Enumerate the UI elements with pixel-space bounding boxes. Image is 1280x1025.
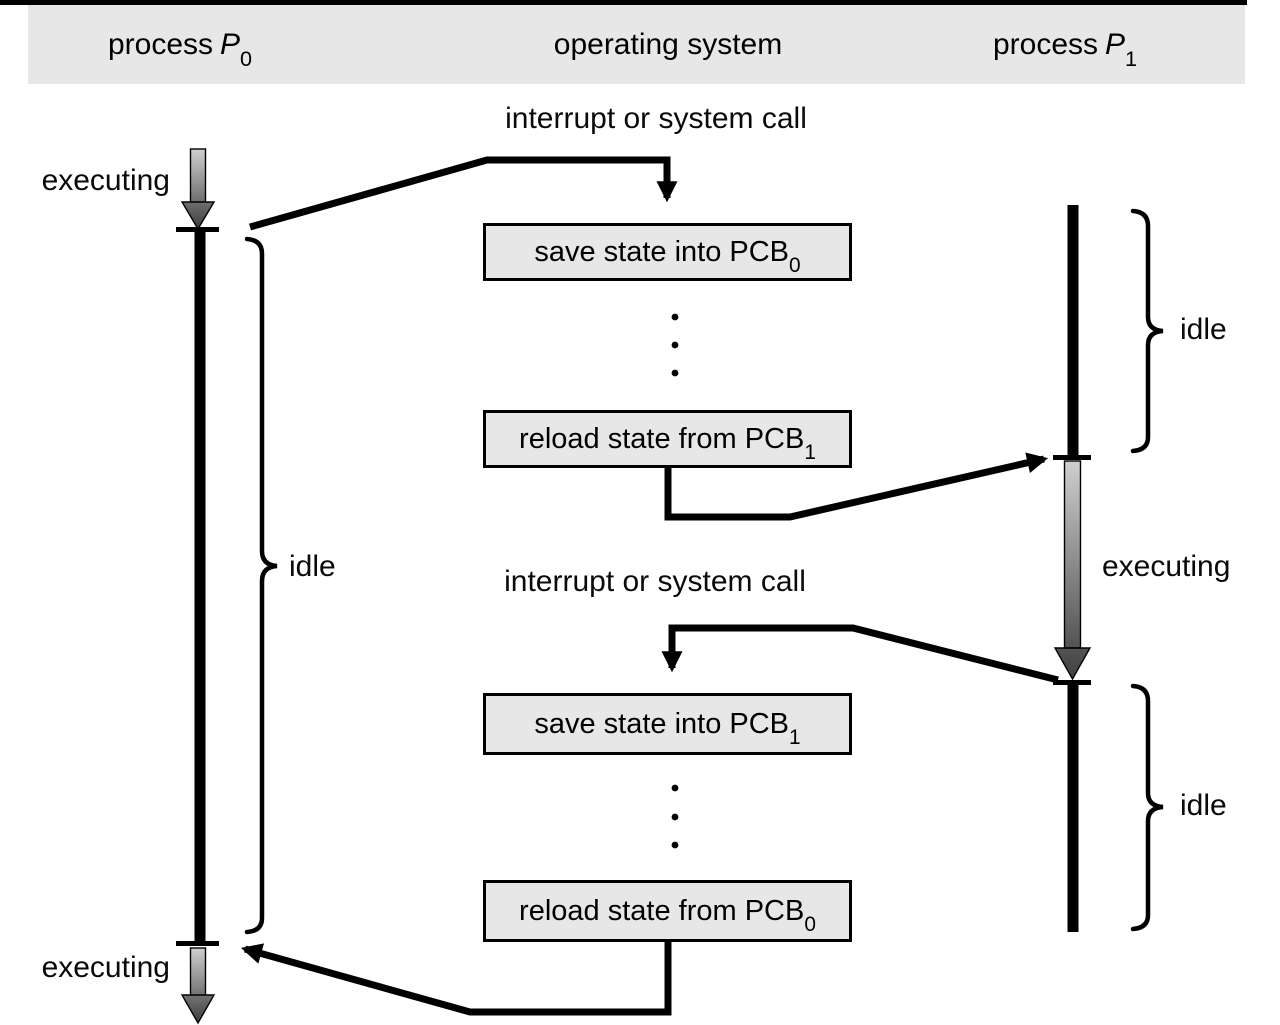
flow-arrow-p0-to-save-pcb0 — [249, 156, 678, 231]
box-text: save state into PCB — [534, 236, 790, 268]
process-p0-var: P — [220, 28, 241, 61]
idle-label-p0: idle — [289, 550, 336, 583]
box-text: reload state from PCB — [519, 423, 805, 455]
executing-label-p0-top: executing — [41, 164, 170, 197]
box-subscript: 0 — [804, 913, 816, 937]
process-p0-word: process — [107, 28, 213, 61]
p1-timeline-lower — [1067, 685, 1079, 932]
executing-label-p1: executing — [1102, 550, 1231, 583]
interrupt-label-top: interrupt or system call — [505, 102, 807, 135]
idle-brace-p1-upper — [1130, 208, 1164, 454]
p0-bottom-tick — [176, 941, 219, 946]
p0-executing-arrow-top — [180, 148, 216, 231]
box-text: save state into PCB — [534, 708, 790, 740]
executing-label-p0-bottom: executing — [41, 951, 170, 984]
p1-executing-arrow — [1053, 460, 1092, 681]
process-p0-subscript: 0 — [240, 45, 253, 71]
ellipsis-dots-lower — [671, 784, 679, 849]
p0-executing-arrow-bottom — [180, 947, 216, 1025]
flow-arrow-reload-pcb1-to-p1 — [664, 452, 1049, 521]
process-p1-word: process — [992, 28, 1098, 61]
ellipsis-dots-upper — [671, 313, 679, 377]
box-subscript: 0 — [789, 254, 801, 278]
process-p1-var: P — [1105, 28, 1126, 61]
header-band — [28, 5, 1245, 84]
p0-timeline — [194, 230, 206, 941]
p1-lower-tick — [1053, 680, 1091, 685]
column-header-operating-system: operating system — [518, 5, 818, 84]
p1-timeline-upper — [1067, 205, 1079, 455]
box-subscript: 1 — [789, 726, 801, 750]
idle-label-p1-lower: idle — [1180, 789, 1227, 822]
process-p1-subscript: 1 — [1125, 45, 1138, 71]
idle-label-p1-upper: idle — [1180, 313, 1227, 346]
top-black-bar — [0, 0, 1247, 5]
interrupt-label-bottom: interrupt or system call — [504, 565, 806, 598]
os-box-reload-state-pcb1: reload state from PCB1 — [483, 410, 852, 468]
flow-arrow-p1-to-save-pcb1 — [661, 624, 1059, 684]
flow-arrow-reload-pcb0-to-p0 — [240, 942, 672, 1016]
os-box-save-state-pcb1: save state into PCB1 — [483, 693, 852, 755]
idle-brace-p0 — [244, 236, 278, 935]
p1-upper-tick — [1053, 455, 1091, 460]
box-subscript: 1 — [804, 441, 816, 465]
box-text: reload state from PCB — [519, 895, 805, 927]
os-box-save-state-pcb0: save state into PCB0 — [483, 223, 852, 281]
idle-brace-p1-lower — [1130, 683, 1164, 932]
os-box-reload-state-pcb0: reload state from PCB0 — [483, 880, 852, 942]
operating-system-label: operating system — [553, 28, 783, 61]
